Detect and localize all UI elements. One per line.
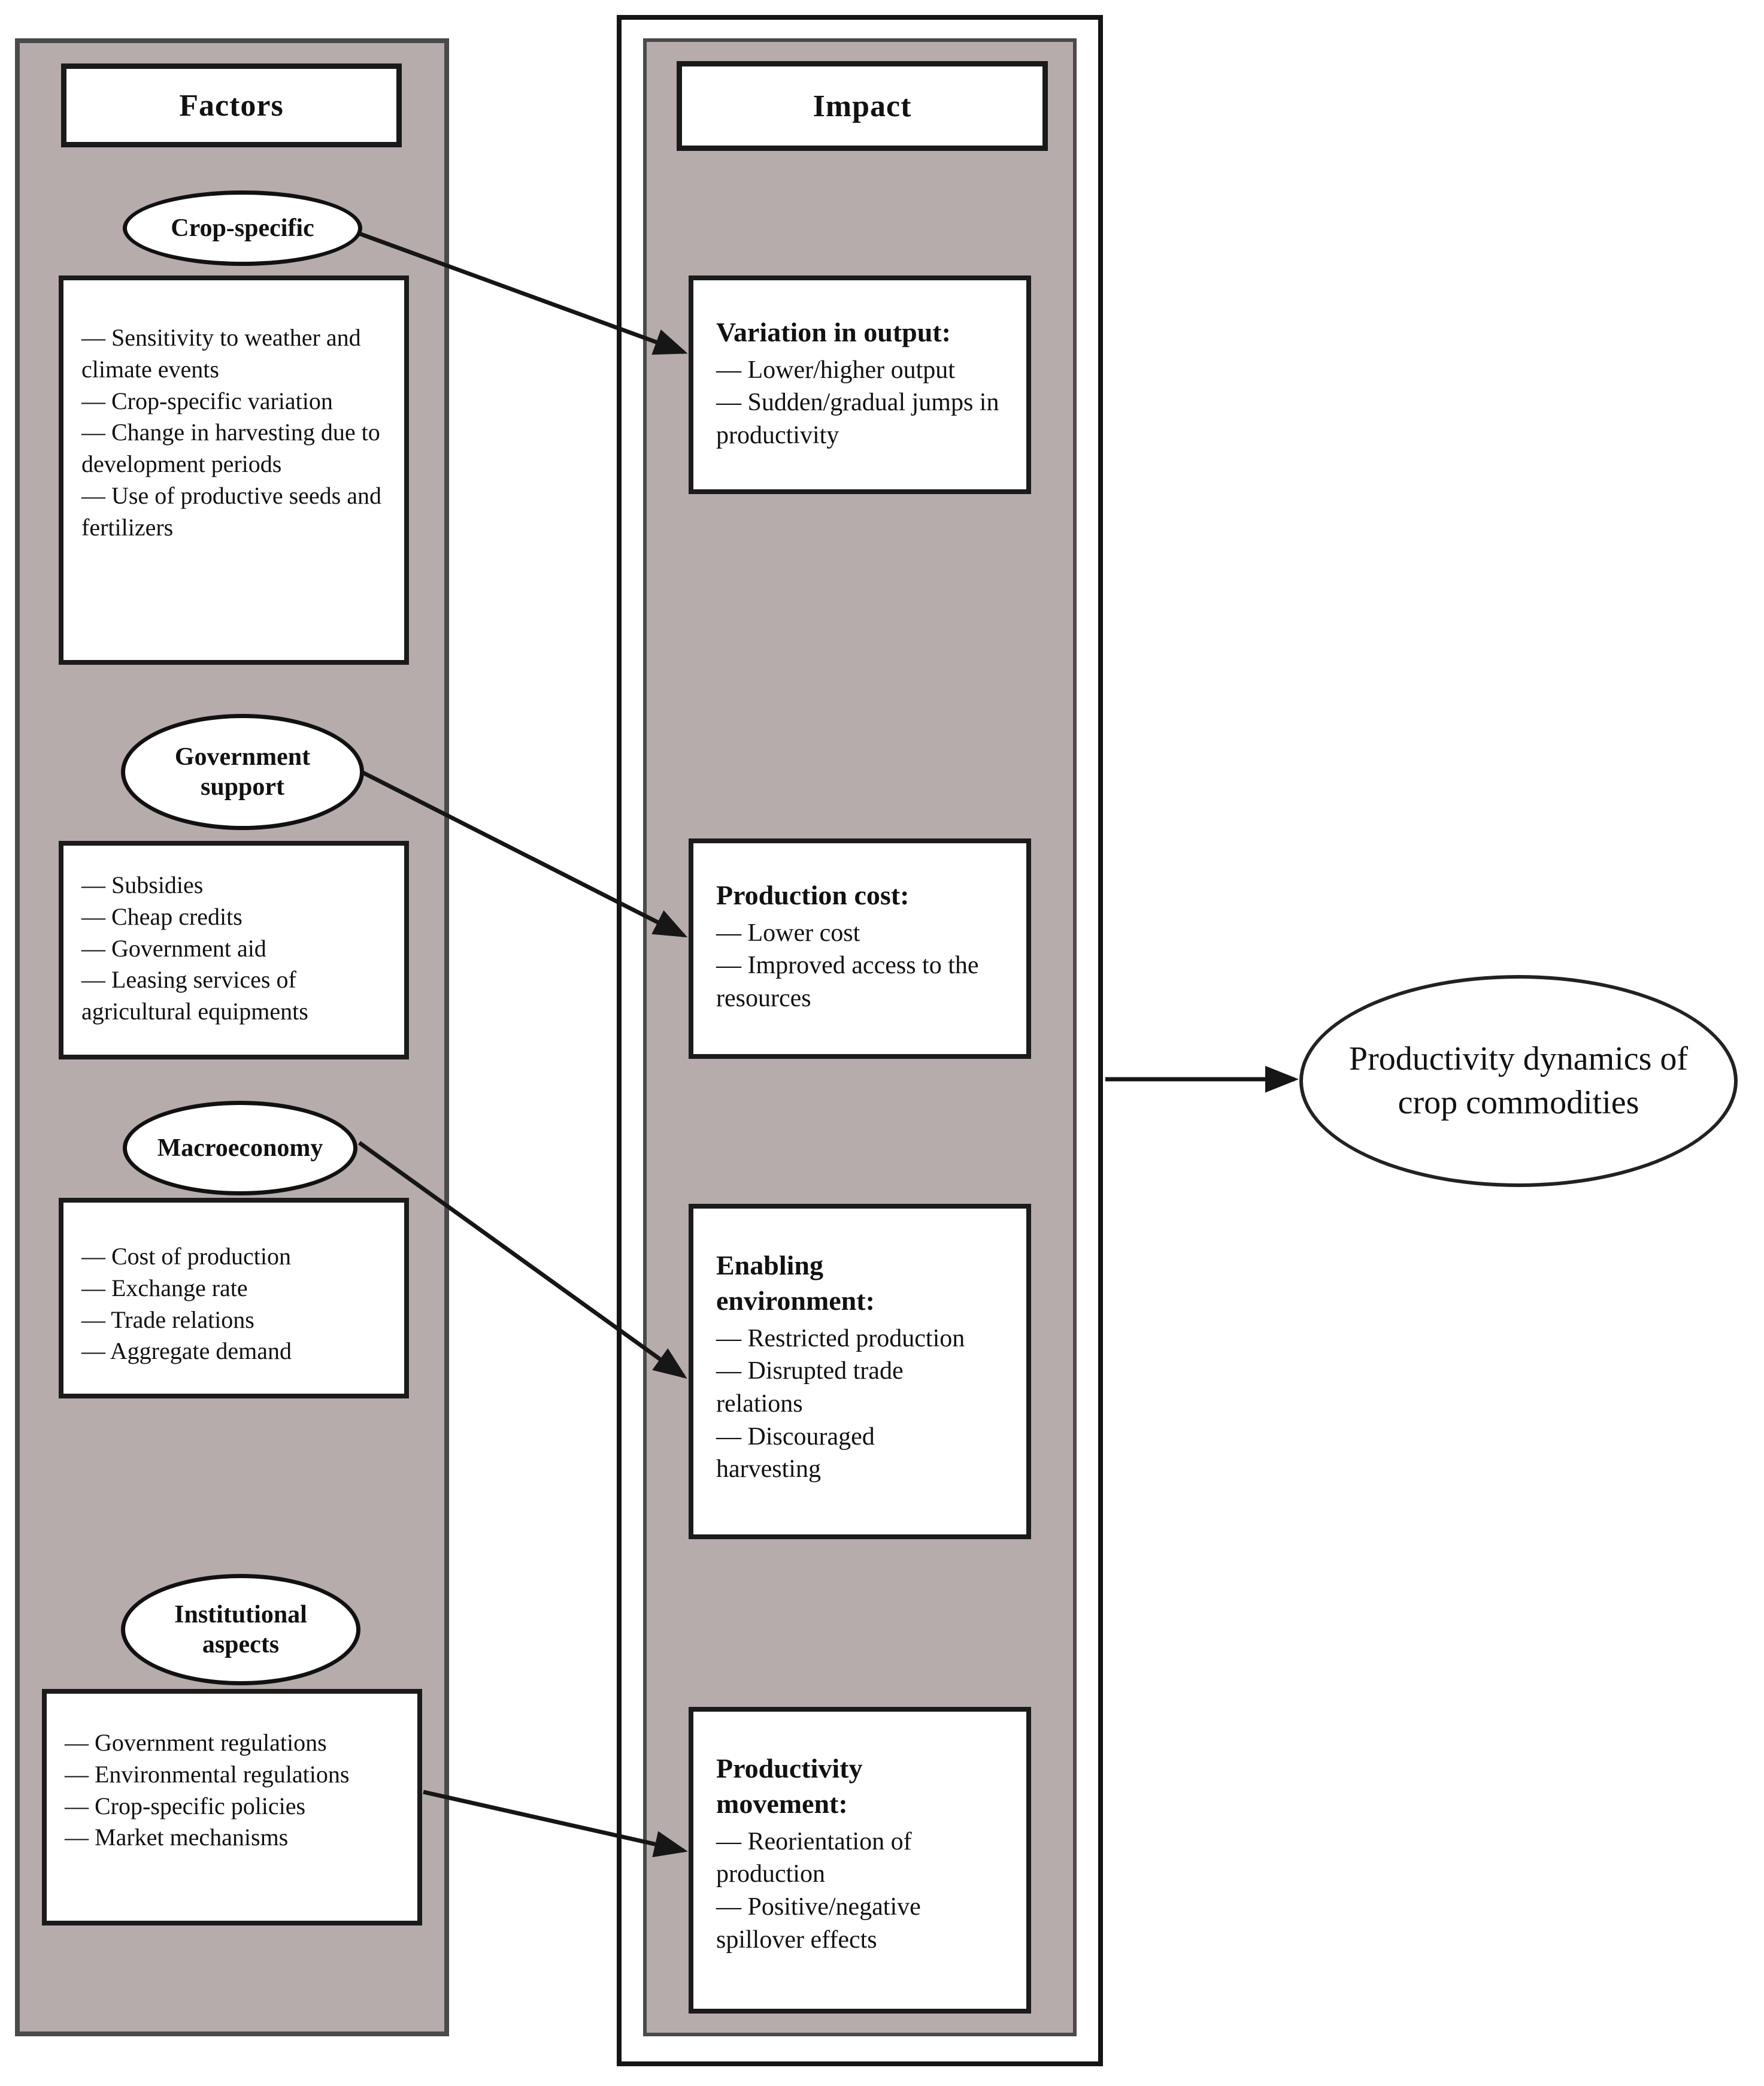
list-item: — Cheap credits [81,903,243,930]
list-item: — Use of productive seeds and fertilizer… [81,482,381,541]
factor-box-macroeconomy: — Cost of production — Exchange rate — T… [59,1198,409,1398]
list-item: — Leasing services of agricultural equip… [81,966,308,1025]
list-item: — Sudden/gradual jumps in productivity [716,389,999,450]
impact-box-variation-in-output: Variation in output: — Lower/higher outp… [689,275,1031,494]
list-item: — Discouraged harvesting [716,1422,875,1483]
list-item: — Cost of production [81,1243,291,1270]
list-item: — Environmental regulations [65,1760,350,1788]
outcome-ellipse-label: Productivity dynamics of crop commoditie… [1348,1040,1689,1121]
list-item: — Government aid [81,934,266,962]
impact-header-label: Impact [813,89,912,123]
list-item: — Trade relations [81,1306,254,1333]
list-item: — Lower cost [716,919,860,947]
list-item: — Disrupted trade relations [716,1357,904,1418]
ellipse-crop-specific-label: Crop-specific [171,214,314,242]
outcome-ellipse: Productivity dynamics of crop commoditie… [1299,975,1738,1187]
list-item: — Lower/higher output [716,356,955,384]
list-item: — Market mechanisms [65,1824,289,1851]
impact-box-title: Production cost: [716,880,910,910]
ellipse-government-support-label: Government support [174,743,311,801]
list-item: — Exchange rate [81,1274,248,1301]
factor-box-crop-specific: — Sensitivity to weather and climate eve… [59,275,409,665]
list-item: — Improved access to the resources [716,952,979,1013]
list-item: — Government regulations [65,1729,327,1756]
ellipse-government-support: Government support [121,714,364,830]
list-item: — Restricted production [716,1324,965,1352]
ellipse-crop-specific: Crop-specific [123,190,362,266]
factors-header-label: Factors [179,88,284,123]
factors-header: Factors [61,63,402,147]
list-item: — Change in harvesting due to developmen… [81,419,380,478]
list-item: — Reorientation of production [716,1827,912,1888]
impact-box-title: Productivity movement: [716,1753,863,1819]
impact-box-enabling-environment: Enabling environment: — Restricted produ… [689,1204,1031,1539]
factor-box-government-support: — Subsidies — Cheap credits — Government… [59,841,409,1059]
impact-box-production-cost: Production cost: — Lower cost — Improved… [689,838,1031,1059]
list-item: — Aggregate demand [81,1337,292,1365]
impact-box-title: Variation in output: [716,317,951,347]
impact-box-title: Enabling environment: [716,1250,875,1316]
ellipse-institutional-aspects: Institutional aspects [121,1574,360,1685]
impact-header: Impact [677,61,1048,151]
ellipse-institutional-aspects-label: Institutional aspects [174,1600,307,1658]
ellipse-macroeconomy-label: Macroeconomy [157,1134,323,1162]
factor-box-institutional-aspects: — Government regulations — Environmental… [42,1689,422,1925]
list-item: — Crop-specific variation [81,387,333,414]
list-item: — Sensitivity to weather and climate eve… [81,324,361,383]
list-item: — Subsidies [81,871,204,898]
list-item: — Crop-specific policies [65,1792,306,1819]
list-item: — Positive/negative spillover effects [716,1893,921,1954]
ellipse-macroeconomy: Macroeconomy [123,1101,357,1195]
impact-box-productivity-movement: Productivity movement: — Reorientation o… [689,1707,1031,2014]
